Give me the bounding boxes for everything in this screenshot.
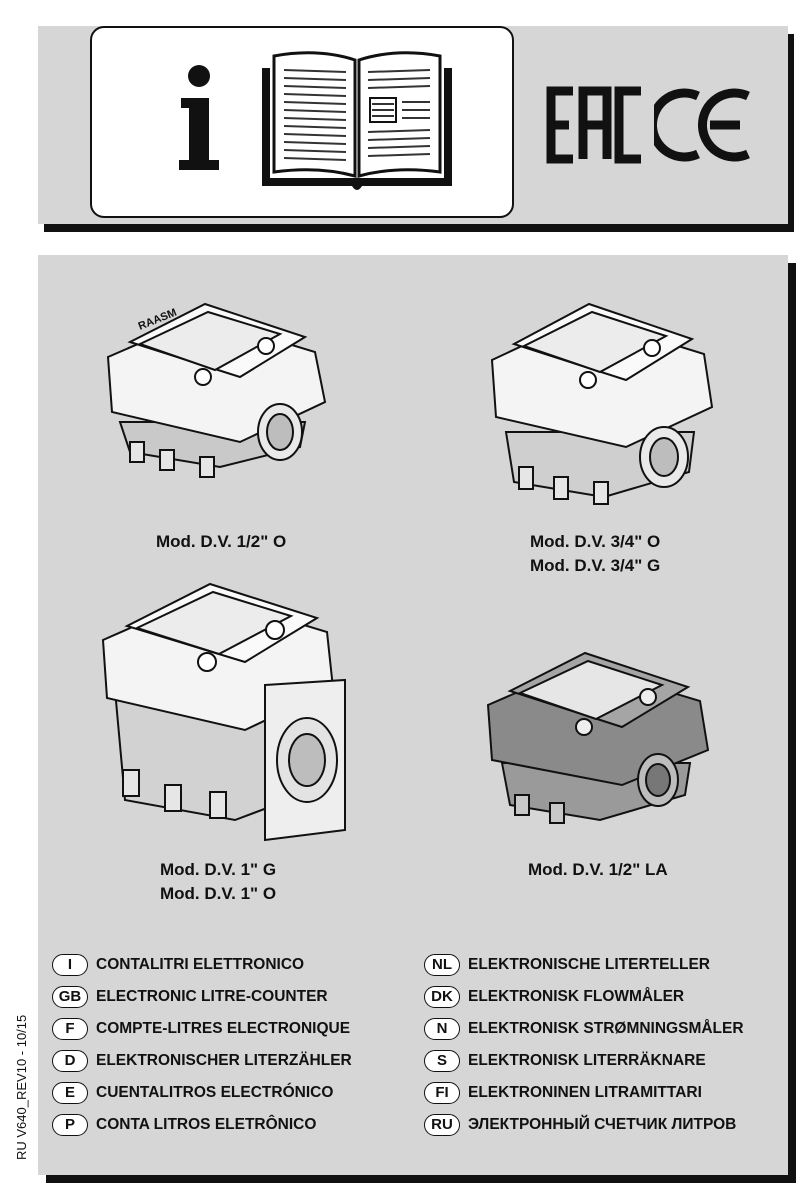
language-row-f: F COMPTE-LITRES ELECTRONIQUE	[52, 1016, 350, 1042]
eac-mark-icon	[546, 86, 641, 164]
meter-image-dv-half-o: RAASM	[106, 302, 327, 478]
language-title: CUENTALITROS ELECTRÓNICO	[96, 1084, 334, 1101]
language-row-e: E CUENTALITROS ELECTRÓNICO	[52, 1080, 333, 1106]
language-row-nl: NL ELEKTRONISCHE LITERTELLER	[424, 952, 710, 978]
language-code: N	[424, 1018, 460, 1040]
language-title: ELECTRONIC LITRE-COUNTER	[96, 988, 328, 1005]
language-row-s: S ELEKTRONISK LITERRÄKNARE	[424, 1048, 706, 1074]
model-label-1: Mod. D.V. 1/2" O	[156, 532, 287, 551]
language-row-fi: FI ELEKTRONINEN LITRAMITTARI	[424, 1080, 702, 1106]
language-title: CONTA LITROS ELETRÔNICO	[96, 1116, 317, 1133]
language-row-ru: RU ЭЛЕКТРОННЫЙ СЧЕТЧИК ЛИТРОВ	[424, 1112, 736, 1138]
language-row-i: I CONTALITRI ELETTRONICO	[52, 952, 304, 978]
language-code: E	[52, 1082, 88, 1104]
model-label-4: Mod. D.V. 1/2" LA	[528, 860, 668, 879]
meter-image-dv-one-inch	[101, 582, 346, 842]
language-title: ELEKTRONISK FLOWMÅLER	[468, 988, 685, 1005]
meter-image-dv-half-la	[486, 651, 710, 824]
language-code: RU	[424, 1114, 460, 1136]
language-code: FI	[424, 1082, 460, 1104]
language-title: ELEKTRONISCHER LITERZÄHLER	[96, 1052, 352, 1069]
language-row-d: D ELEKTRONISCHER LITERZÄHLER	[52, 1048, 352, 1074]
language-code: NL	[424, 954, 460, 976]
language-title: ELEKTRONISK LITERRÄKNARE	[468, 1052, 706, 1069]
language-code: D	[52, 1050, 88, 1072]
language-code: I	[52, 954, 88, 976]
model-label-3: Mod. D.V. 1" G Mod. D.V. 1" O	[160, 860, 277, 903]
language-title: ELEKTRONISCHE LITERTELLER	[468, 956, 710, 973]
language-code: DK	[424, 986, 460, 1008]
open-book-icon	[262, 51, 452, 190]
language-title: ЭЛЕКТРОННЫЙ СЧЕТЧИК ЛИТРОВ	[468, 1116, 737, 1133]
language-code: S	[424, 1050, 460, 1072]
meter-image-dv-three-quarter	[490, 302, 714, 505]
language-title: ELEKTRONINEN LITRAMITTARI	[468, 1084, 702, 1101]
language-title: CONTALITRI ELETTRONICO	[96, 956, 305, 973]
ce-mark-icon	[654, 88, 750, 162]
language-row-p: P CONTA LITROS ELETRÔNICO	[52, 1112, 316, 1138]
language-title: COMPTE-LITRES ELECTRONIQUE	[96, 1020, 351, 1037]
language-row-gb: GB ELECTRONIC LITRE-COUNTER	[52, 984, 328, 1010]
language-code: F	[52, 1018, 88, 1040]
document-code: RU V640_REV10 - 10/15	[14, 1014, 29, 1160]
language-code: GB	[52, 986, 88, 1008]
language-title: ELEKTRONISK STRØMNINGSMÅLER	[468, 1020, 744, 1037]
language-code: P	[52, 1114, 88, 1136]
language-row-n: N ELEKTRONISK STRØMNINGSMÅLER	[424, 1016, 744, 1042]
info-i-icon	[179, 65, 219, 170]
language-row-dk: DK ELEKTRONISK FLOWMÅLER	[424, 984, 684, 1010]
model-label-2: Mod. D.V. 3/4" O Mod. D.V. 3/4" G	[530, 532, 661, 575]
